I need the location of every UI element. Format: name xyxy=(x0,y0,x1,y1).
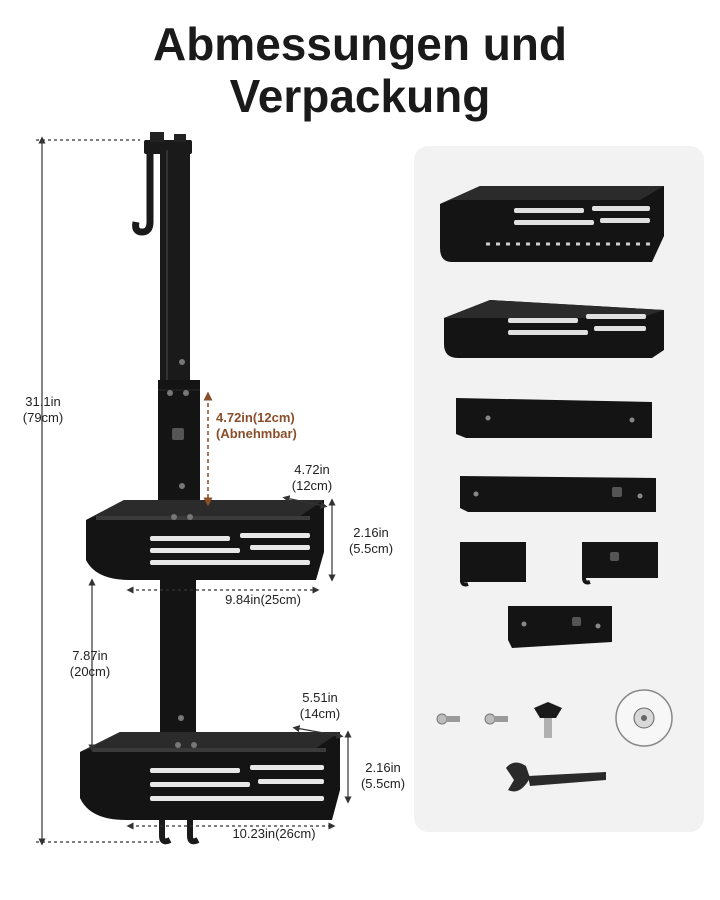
lower-depth-label: 5.51in (14cm) xyxy=(299,690,341,721)
wrench-icon xyxy=(506,762,606,792)
upper-depth-label: 4.72in (12cm) xyxy=(291,462,333,493)
detachable-height-label: 4.72in(12cm) (Abnehmbar) xyxy=(216,410,297,441)
upper-width-label: 9.84in(25cm) xyxy=(225,592,301,607)
knob-icon xyxy=(534,702,562,738)
lower-basket-icon xyxy=(444,300,664,358)
suction-cup-icon xyxy=(615,689,673,747)
title-line-2: Verpackung xyxy=(229,70,491,122)
screw-icon xyxy=(436,713,508,725)
shower-caddy-icon xyxy=(80,132,340,845)
page-title: Abmessungen und Verpackung xyxy=(0,18,720,122)
upper-height-label: 2.16in (5.5cm) xyxy=(348,525,394,556)
lower-width-label: 10.23in(26cm) xyxy=(232,826,316,841)
hook-bracket-icon xyxy=(460,542,658,587)
bar-with-hook-icon xyxy=(460,476,656,512)
short-bracket-icon xyxy=(508,606,612,648)
dimension-lines xyxy=(36,136,352,846)
upper-basket-icon xyxy=(440,186,664,262)
title-line-1: Abmessungen und xyxy=(152,18,568,70)
lower-height-label: 2.16in (5.5cm) xyxy=(360,760,406,791)
total-height-label: 31.1in (79cm) xyxy=(22,394,64,425)
spacing-label: 7.87in (20cm) xyxy=(69,648,111,679)
long-bar-icon xyxy=(456,398,652,438)
